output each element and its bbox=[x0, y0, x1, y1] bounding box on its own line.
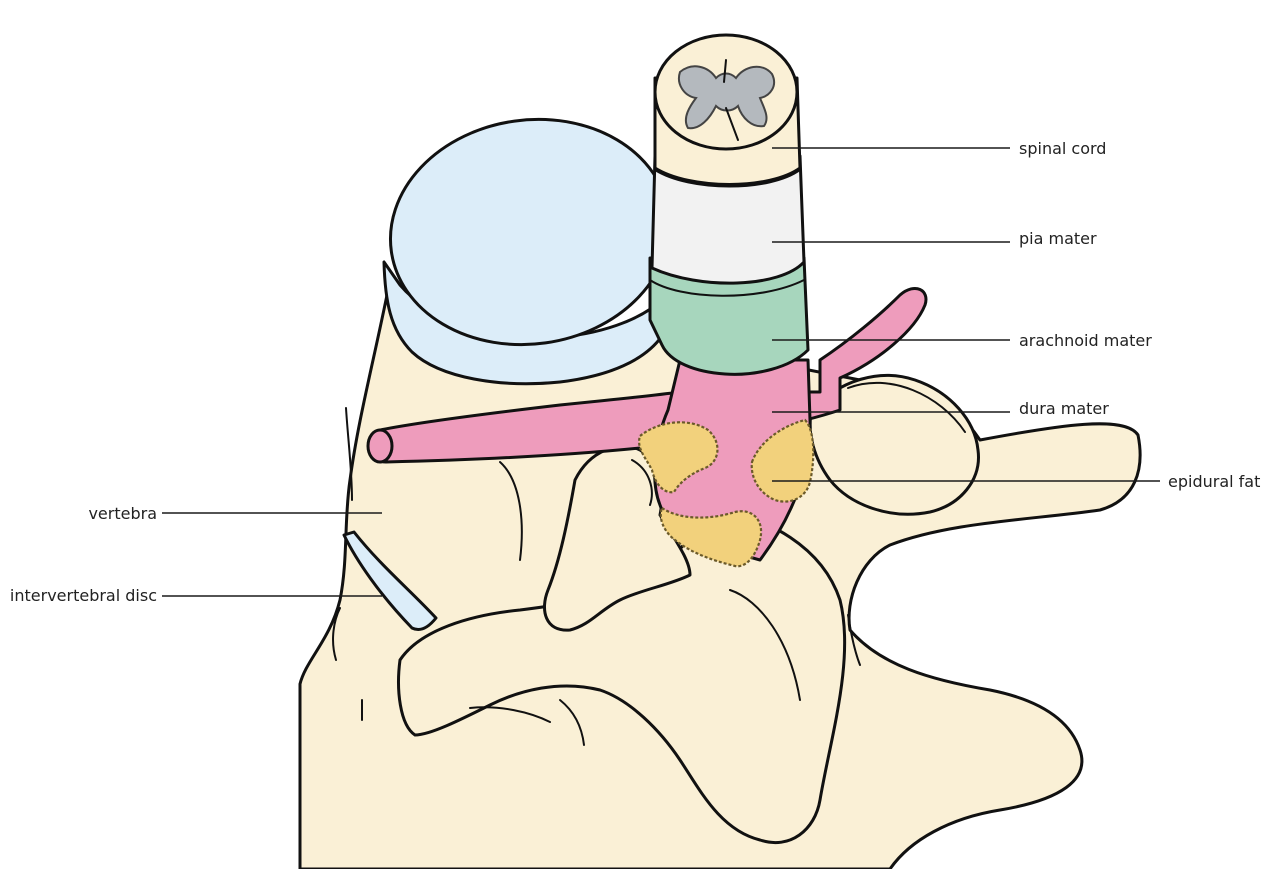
label-arachnoid-mater: arachnoid mater bbox=[1019, 331, 1152, 350]
label-epidural-fat: epidural fat bbox=[1168, 472, 1260, 491]
label-vertebra: vertebra bbox=[88, 504, 157, 523]
label-dura-mater: dura mater bbox=[1019, 399, 1109, 418]
spinal-cord-shape bbox=[655, 35, 800, 187]
label-pia-mater: pia mater bbox=[1019, 229, 1097, 248]
label-spinal-cord: spinal cord bbox=[1019, 139, 1106, 158]
label-intervertebral-disc: intervertebral disc bbox=[10, 586, 157, 605]
upper-disc-shape bbox=[376, 102, 684, 384]
